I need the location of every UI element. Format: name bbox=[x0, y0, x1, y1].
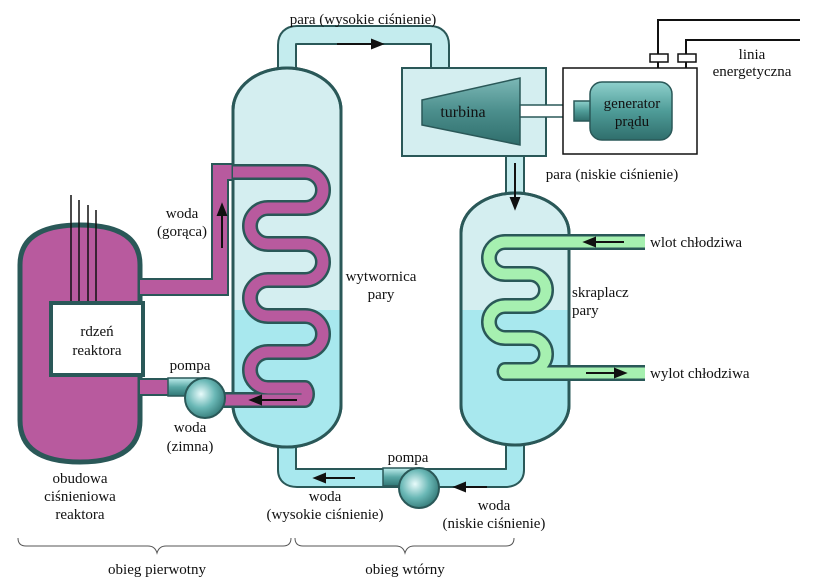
secondary-pump bbox=[382, 467, 440, 509]
turbine-unit bbox=[401, 67, 577, 157]
label-water-hp-1: woda bbox=[309, 489, 342, 505]
loop-braces bbox=[17, 537, 515, 555]
label-turbine: turbina bbox=[440, 104, 485, 121]
label-secondary-loop: obieg wtórny bbox=[365, 562, 445, 578]
label-generator-1: generator bbox=[604, 96, 661, 112]
label-water-lp-2: (niskie ciśnienie) bbox=[443, 516, 546, 532]
label-cold-water-1: woda bbox=[174, 420, 207, 436]
label-vessel-3: reaktora bbox=[55, 507, 104, 523]
condenser bbox=[459, 191, 645, 447]
label-vessel-2: ciśnieniowa bbox=[44, 489, 116, 505]
primary-piping bbox=[140, 163, 240, 396]
label-power-line-1: linia bbox=[739, 47, 766, 63]
label-hot-water-2: (gorąca) bbox=[157, 224, 207, 240]
label-coolant-in: wlot chłodziwa bbox=[650, 235, 742, 251]
label-steam-gen-2: pary bbox=[368, 287, 395, 303]
reactor-core bbox=[49, 301, 145, 377]
flow-arrows bbox=[216, 38, 628, 493]
label-coolant-out: wylot chłodziwa bbox=[650, 366, 750, 382]
label-cold-water-2: (zimna) bbox=[167, 439, 214, 455]
label-water-lp-1: woda bbox=[478, 498, 511, 514]
generator-unit bbox=[562, 67, 698, 155]
label-core-2: reaktora bbox=[72, 343, 121, 359]
label-condenser-1: skraplacz bbox=[572, 285, 629, 301]
label-steam-high: para (wysokie ciśnienie) bbox=[290, 12, 437, 28]
primary-pump bbox=[167, 377, 226, 419]
label-water-hp-2: (wysokie ciśnienie) bbox=[266, 507, 383, 523]
label-steam-low: para (niskie ciśnienie) bbox=[546, 167, 678, 183]
label-primary-loop: obieg pierwotny bbox=[108, 562, 206, 578]
label-steam-gen-1: wytwornica bbox=[346, 269, 417, 285]
label-generator-2: prądu bbox=[615, 114, 650, 130]
label-power-line-2: energetyczna bbox=[713, 64, 792, 80]
label-vessel-1: obudowa bbox=[53, 471, 108, 487]
label-pump-secondary: pompa bbox=[388, 450, 429, 466]
label-pump-primary: pompa bbox=[170, 358, 211, 374]
label-core-1: rdzeń bbox=[80, 324, 114, 340]
steam-generator bbox=[210, 66, 343, 449]
reactor-vessel bbox=[17, 195, 145, 465]
power-line bbox=[649, 19, 800, 68]
label-condenser-2: pary bbox=[572, 303, 599, 319]
label-hot-water-1: woda bbox=[166, 206, 199, 222]
